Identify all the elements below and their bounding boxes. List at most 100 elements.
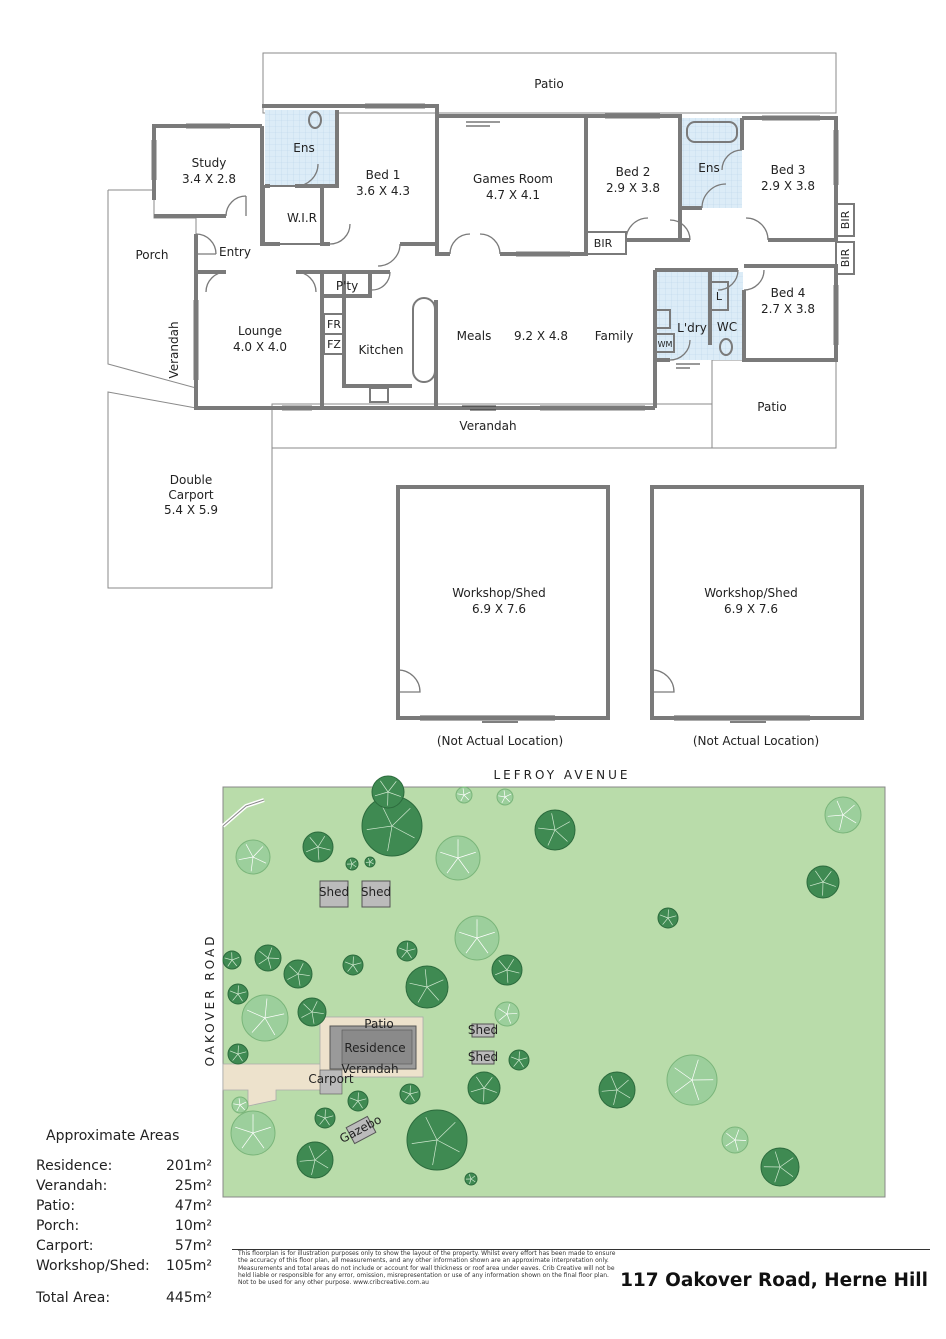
tree-branch	[264, 998, 268, 1019]
tree-branch	[518, 1059, 524, 1068]
trees	[222, 775, 862, 1187]
tree-branch	[409, 1093, 415, 1102]
tree-branch	[691, 1079, 700, 1101]
tree-branch	[237, 993, 243, 1002]
area-total: Total Area:445m²	[36, 1290, 212, 1306]
tree-branch	[506, 969, 509, 983]
tree-branch	[411, 1139, 438, 1144]
tree-branch	[289, 965, 299, 975]
tree-branch	[311, 1011, 315, 1024]
label-ens2: Ens	[698, 161, 719, 175]
tree-branch	[231, 959, 238, 967]
tree-branch	[229, 990, 239, 995]
label-bed1: Bed 1	[366, 168, 401, 182]
label-shed-2: Workshop/Shed	[704, 586, 797, 600]
tree-branch	[391, 825, 415, 839]
tree-branch	[267, 957, 272, 969]
tree-branch	[232, 1053, 239, 1061]
patio-top-outline	[262, 52, 837, 114]
label-patio-right: Patio	[757, 400, 786, 414]
tree-branch	[662, 917, 669, 925]
tree-branch	[391, 807, 411, 827]
label-not-actual-2: (Not Actual Location)	[693, 734, 819, 748]
tree-branch	[239, 1101, 247, 1106]
tree-branch	[303, 1003, 313, 1013]
tree-branch	[726, 1132, 736, 1141]
site-carport-label: Carport	[308, 1072, 354, 1086]
tree-branch	[299, 1159, 316, 1162]
tree-branch	[308, 1145, 316, 1161]
tree-branch	[380, 780, 389, 793]
tree-branch	[314, 1149, 327, 1161]
tree-branch	[667, 915, 677, 919]
tree-branch	[459, 931, 478, 939]
tree-branch	[406, 950, 412, 959]
label-ens1: Ens	[293, 141, 314, 155]
tree-branch	[351, 863, 357, 868]
tree-branch	[351, 860, 357, 865]
label-lounge-dim: 4.0 X 4.0	[233, 340, 287, 354]
tree-branch	[470, 1087, 485, 1093]
tree-branch	[725, 1139, 736, 1147]
tree-branch	[237, 1051, 247, 1055]
tree-branch	[239, 1104, 245, 1111]
tree-branch	[501, 796, 506, 804]
road-oakover: OAKOVER ROAD	[203, 934, 217, 1067]
tree-branch	[387, 781, 397, 793]
tree-branch	[311, 1011, 324, 1015]
tree-branch	[241, 1132, 254, 1149]
tree-branch	[822, 881, 836, 887]
site-shed-3-label: Shed	[468, 1023, 498, 1037]
tree-branch	[349, 1097, 359, 1102]
tree-branch	[425, 1116, 438, 1141]
tree-branch	[463, 791, 471, 796]
tree-branch	[404, 1093, 411, 1101]
tree-branch	[387, 825, 393, 852]
tree-branch	[734, 1129, 740, 1141]
area-row: Porch:10m²	[36, 1218, 212, 1234]
tree-branch	[317, 846, 331, 851]
tree-branch	[409, 1091, 419, 1095]
label-wm: WM	[658, 340, 673, 349]
tree-branch	[513, 1059, 520, 1067]
disclaimer: This floorplan is for illustration purpo…	[238, 1250, 616, 1287]
tree-branch	[406, 948, 416, 952]
tree-branch	[311, 1159, 316, 1175]
tree-branch	[774, 1151, 781, 1168]
tree-branch	[462, 788, 465, 796]
tree-branch	[324, 1115, 334, 1119]
tree-branch	[369, 858, 374, 863]
tree-branch	[252, 856, 267, 864]
tree-branch	[311, 1001, 318, 1013]
tree-branch	[235, 1126, 254, 1134]
tree-branch	[498, 795, 506, 798]
tree-branch	[401, 1090, 411, 1095]
tree-branch	[237, 1053, 243, 1062]
tree-branch	[610, 1075, 618, 1091]
label-fr: FR	[327, 318, 341, 331]
site-verandah-label: Verandah	[341, 1062, 398, 1076]
tree-branch	[349, 859, 353, 865]
label-l: L	[716, 290, 723, 303]
tree-branch	[457, 793, 465, 796]
tree-branch	[476, 937, 489, 954]
area-row: Verandah:25m²	[36, 1178, 212, 1194]
tree-branch	[297, 973, 301, 986]
tree-branch	[470, 1175, 476, 1180]
tree-branch	[457, 857, 470, 874]
tree-branch	[424, 969, 428, 988]
carport-outline	[107, 391, 273, 589]
tree-branch	[229, 1050, 239, 1055]
tree-branch	[314, 1159, 329, 1169]
tree-branch	[309, 837, 319, 848]
tree-branch	[554, 821, 570, 831]
label-meals-dim: 9.2 X 4.8	[514, 329, 568, 343]
site-residence-label: Residence	[344, 1041, 405, 1055]
tree-branch	[324, 1117, 330, 1126]
label-meals: Meals	[457, 329, 492, 343]
label-kitchen: Kitchen	[358, 343, 403, 357]
label-wir: W.I.R	[287, 211, 317, 225]
site-shed-4-label: Shed	[468, 1050, 498, 1064]
label-study-dim: 3.4 X 2.8	[182, 172, 236, 186]
site-shed-2	[361, 880, 391, 908]
